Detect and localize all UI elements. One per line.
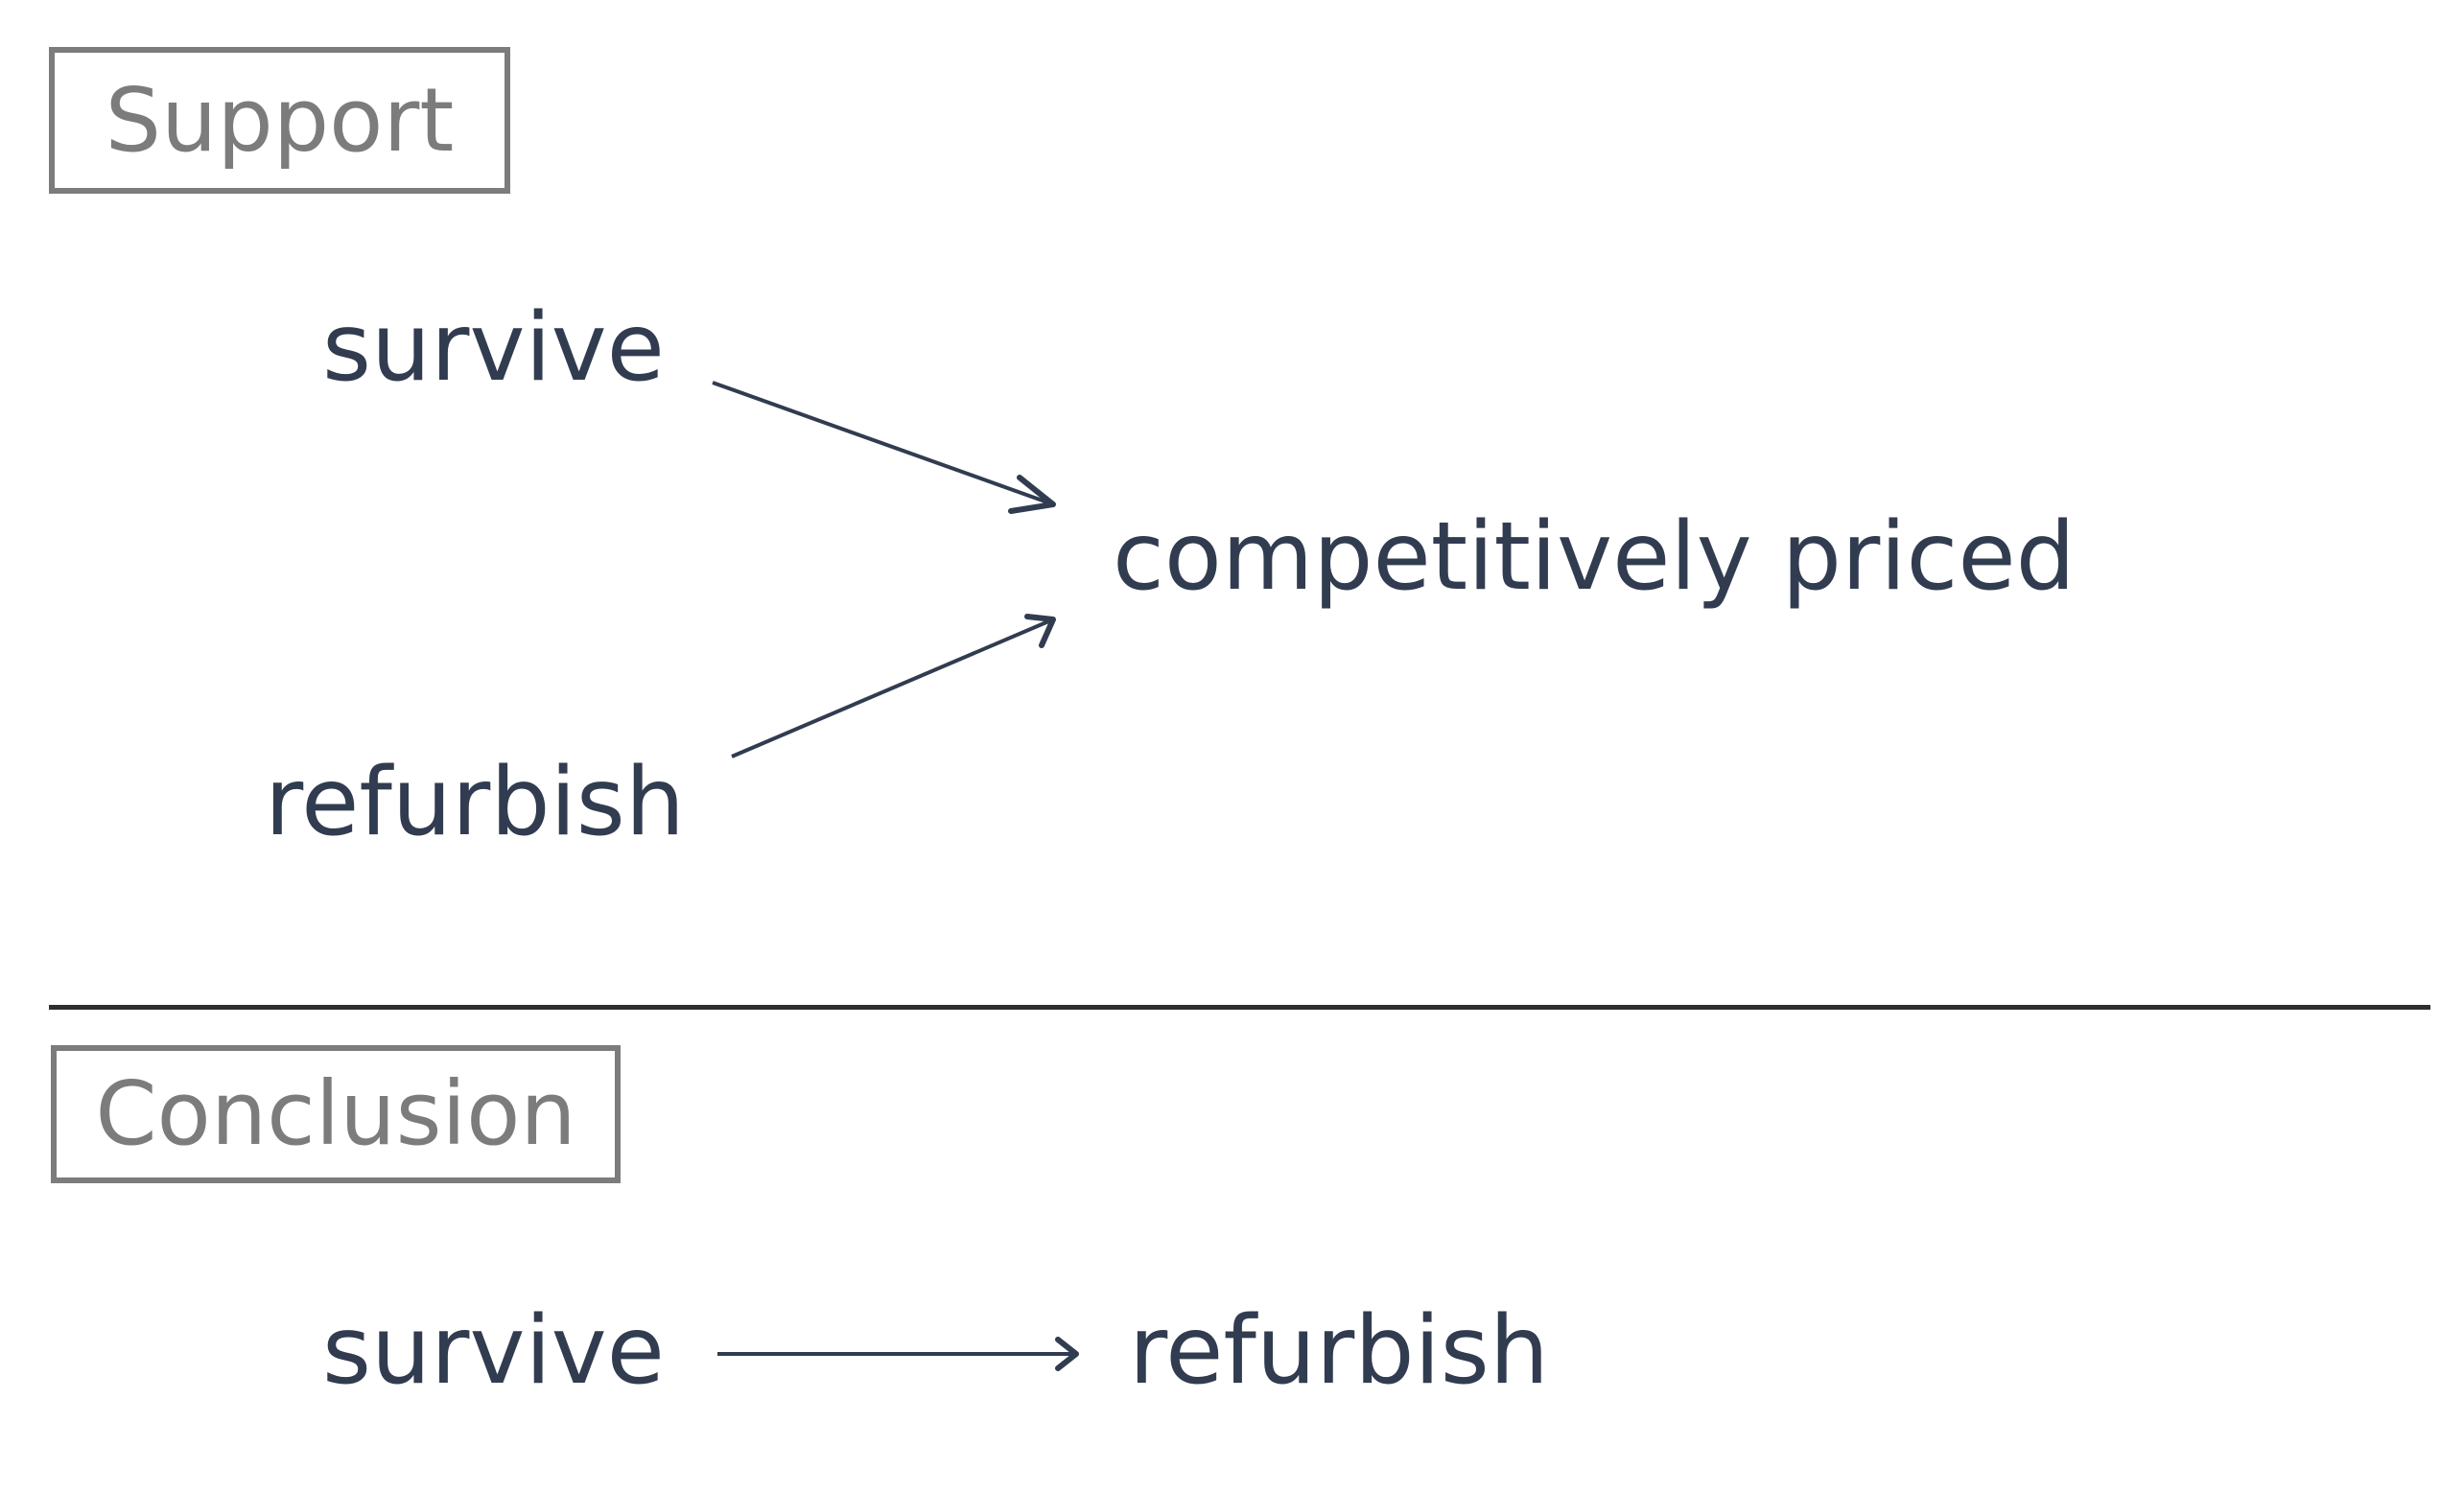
support-term-refurbish: refurbish — [265, 748, 685, 857]
arrow-refurbish-to-competitively-priced — [731, 614, 1056, 758]
arrow-survive-to-competitively-priced — [712, 381, 1056, 514]
conclusion-section-label: Conclusion — [51, 1045, 621, 1183]
conclusion-term-refurbish: refurbish — [1129, 1296, 1549, 1406]
section-divider — [49, 1005, 2430, 1010]
conclusion-term-survive: survive — [322, 1296, 665, 1406]
support-term-competitively-priced: competitively priced — [1113, 502, 2076, 612]
support-term-survive: survive — [322, 293, 665, 403]
support-section-label: Support — [49, 47, 510, 194]
arrow-survive-to-refurbish-conclusion — [717, 1337, 1079, 1371]
